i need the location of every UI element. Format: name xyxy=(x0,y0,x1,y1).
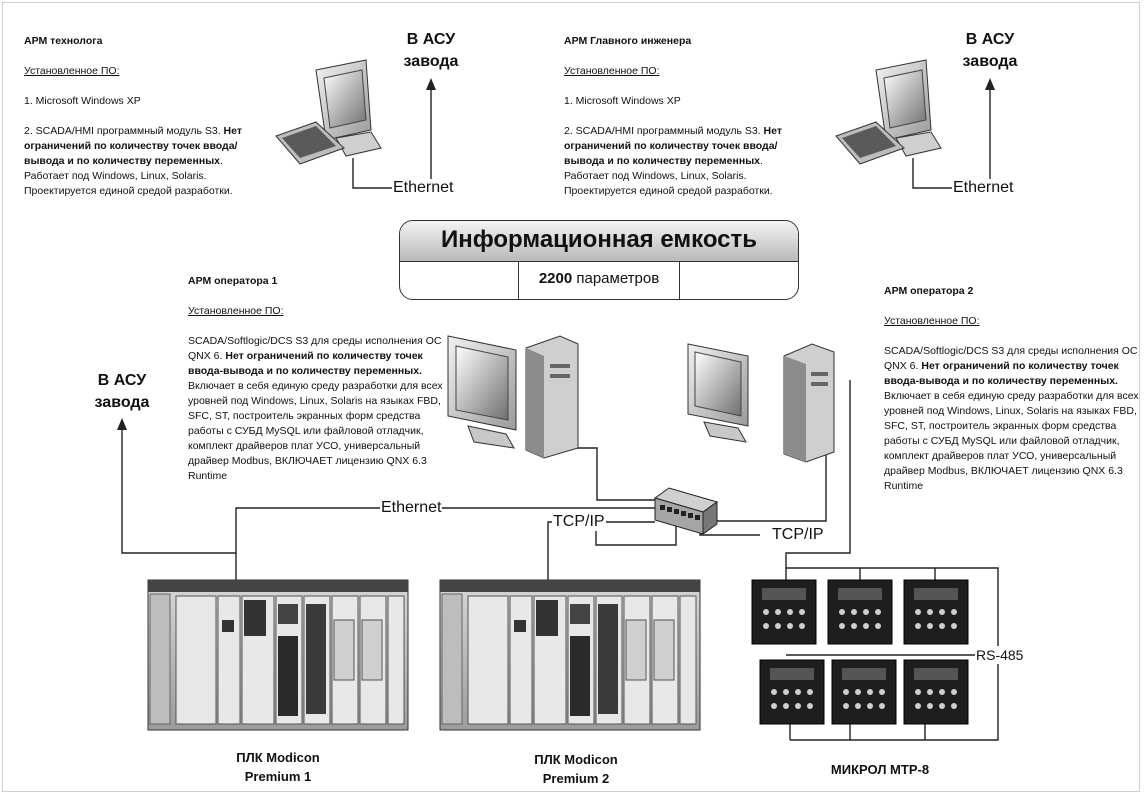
rs485-label: RS-485 xyxy=(975,646,1025,664)
op1-installed-label: Установленное ПО: xyxy=(188,305,284,317)
tech-item-2: 2. SCADA/HMI программный модуль S3. Нет … xyxy=(24,125,242,197)
arrow-up-icon xyxy=(426,78,436,90)
plc-premium-1-icon xyxy=(147,579,409,731)
mikrol-unit-icon xyxy=(903,659,969,725)
chief-pc-link xyxy=(912,158,952,189)
mikrol-unit-icon xyxy=(751,579,817,645)
network-switch-icon xyxy=(653,487,719,535)
ethernet-label-1: Ethernet xyxy=(392,179,455,197)
op2-installed-label: Установленное ПО: xyxy=(884,315,980,327)
tech-pc-link xyxy=(352,158,392,189)
op1-title: АРМ оператора 1 xyxy=(188,275,278,287)
chief-item-1: 1. Microsoft Windows XP xyxy=(564,95,681,107)
mikrol-unit-icon xyxy=(827,579,893,645)
pc2-rs485-link xyxy=(785,380,851,580)
plc-premium-2-icon xyxy=(439,579,701,731)
arrow-up-icon xyxy=(985,78,995,90)
chief-item-2: 2. SCADA/HMI программный модуль S3. Нет … xyxy=(564,125,782,197)
tech-installed-label: Установленное ПО: xyxy=(24,65,120,77)
ethernet-label-3: Ethernet xyxy=(380,499,443,517)
op2-description: SCADA/Softlogic/DCS S3 для среды исполне… xyxy=(884,345,1139,492)
op1-description: SCADA/Softlogic/DCS S3 для среды исполне… xyxy=(188,335,443,482)
chief-block: АРМ Главного инженера Установленное ПО: … xyxy=(564,34,804,199)
tech-item-1: 1. Microsoft Windows XP xyxy=(24,95,141,107)
tcpip-loop xyxy=(595,522,677,546)
op1-computer-icon xyxy=(447,335,579,459)
mikrol-caption: МИКРОЛ МТР-8 xyxy=(830,762,930,777)
op2-computer-icon xyxy=(687,343,835,463)
ethernet-trunk xyxy=(235,507,655,553)
tcpip-label-2: TCP/IP xyxy=(771,526,825,544)
ethernet-label-2: Ethernet xyxy=(952,179,1015,197)
mikrol-unit-icon xyxy=(831,659,897,725)
tech-block: АРМ технолога Установленное ПО: 1. Micro… xyxy=(24,34,264,199)
op1-block: АРМ оператора 1 Установленное ПО: SCADA/… xyxy=(188,274,444,484)
asu-ethernet-bus xyxy=(121,430,236,554)
capacity-title: Информационная емкость xyxy=(400,221,798,262)
capacity-value: 2200 параметров xyxy=(518,261,680,299)
chief-installed-label: Установленное ПО: xyxy=(564,65,660,77)
tech-title: АРМ технолога xyxy=(24,35,103,47)
mikrol-unit-icon xyxy=(759,659,825,725)
op2-block: АРМ оператора 2 Установленное ПО: SCADA/… xyxy=(884,284,1140,494)
plc2-tcpip-link xyxy=(547,521,655,580)
arrows xyxy=(117,78,995,430)
arrow-up-icon xyxy=(117,418,127,430)
tcpip-label-1: TCP/IP xyxy=(552,513,606,531)
op2-title: АРМ оператора 2 xyxy=(884,285,974,297)
mikrol-unit-icon xyxy=(903,579,969,645)
chief-title: АРМ Главного инженера xyxy=(564,35,692,47)
tech-computer-icon xyxy=(275,59,382,165)
pc1-switch-link xyxy=(565,418,655,501)
capacity-box: Информационная емкость 2200 параметров xyxy=(399,220,799,300)
chief-computer-icon xyxy=(835,59,942,165)
